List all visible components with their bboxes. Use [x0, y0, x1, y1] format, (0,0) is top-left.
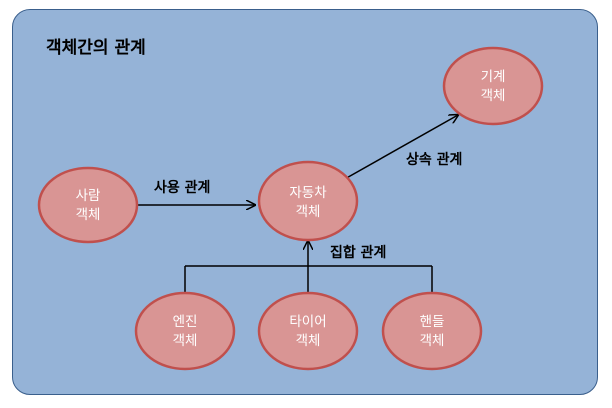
node-tire: 타이어 객체 [257, 291, 359, 371]
aggregate-relation-connector [184, 241, 433, 293]
node-car-line2: 객체 [296, 204, 321, 220]
node-engine: 엔진 객체 [134, 291, 236, 371]
node-machine-line2: 객체 [481, 88, 506, 104]
diagram-title: 객체간의 관계 [46, 38, 146, 58]
aggregate-relation-label: 집합 관계 [330, 244, 386, 261]
node-person-line2: 객체 [76, 207, 101, 223]
inherit-relation-label: 상속 관계 [406, 151, 462, 168]
node-tire-line2: 객체 [296, 333, 321, 349]
node-car: 자동차 객체 [257, 160, 359, 242]
node-handle-line2: 객체 [420, 333, 445, 349]
node-engine-line1: 엔진 [173, 314, 198, 330]
node-person: 사람 객체 [37, 166, 139, 244]
inherit-relation-arrow [342, 115, 458, 181]
node-handle-line1: 핸들 [420, 314, 445, 330]
node-handle: 핸들 객체 [381, 291, 483, 371]
node-engine-line2: 객체 [173, 333, 198, 349]
node-car-line1: 자동차 [289, 185, 327, 201]
node-machine: 기계 객체 [442, 46, 544, 126]
node-machine-line1: 기계 [481, 69, 506, 85]
use-relation-label: 사용 관계 [154, 179, 210, 196]
node-person-line1: 사람 [76, 188, 101, 204]
node-tire-line1: 타이어 [289, 314, 326, 330]
